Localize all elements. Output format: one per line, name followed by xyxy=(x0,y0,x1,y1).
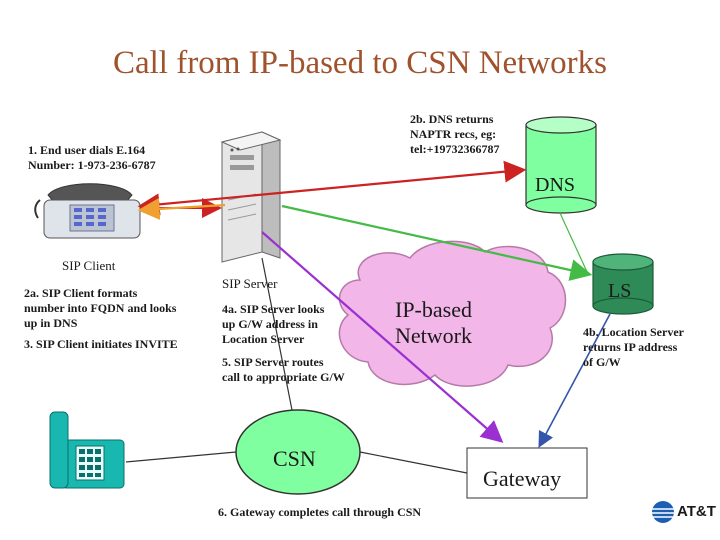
connector-server-csn xyxy=(261,257,293,411)
note-step-1: 1. End user dials E.164 Number: 1-973-23… xyxy=(28,143,156,172)
page-title: Call from IP-based to CSN Networks xyxy=(112,45,608,81)
note-step-3: 3. SIP Client initiates INVITE xyxy=(24,337,178,351)
connector-blue-ls-gateway xyxy=(538,313,611,448)
connector-csn-gateway xyxy=(359,451,468,474)
gateway-label: Gateway xyxy=(483,466,562,491)
dns-database-icon xyxy=(525,116,597,214)
ip-network-label: IP-based Network xyxy=(395,297,472,348)
note-step-6: 6. Gateway completes call through CSN xyxy=(218,505,422,519)
note-step-2a: 2a. SIP Client formats number into FQDN … xyxy=(24,286,177,330)
dns-label: DNS xyxy=(535,174,576,196)
note-step-2b: 2b. DNS returns NAPTR recs, eg: tel:+197… xyxy=(410,112,500,156)
note-step-4b: 4b. Location Server returns IP address o… xyxy=(583,325,684,369)
gateway-box xyxy=(466,447,588,499)
sip-server-label: SIP Server xyxy=(222,276,278,291)
connector-red-dns xyxy=(137,160,527,216)
connector-csn-phone xyxy=(125,451,237,463)
ls-database-icon xyxy=(592,253,654,315)
connector-green-server-ls xyxy=(281,204,593,281)
sip-client-label: SIP Client xyxy=(62,258,116,273)
note-step-4a: 4a. SIP Server looks up G/W address in L… xyxy=(222,302,325,346)
att-logo-globe xyxy=(652,501,674,523)
att-logo-text: AT&T xyxy=(677,503,716,520)
csn-label: CSN xyxy=(273,446,316,471)
connector-purple-server-gateway xyxy=(261,231,504,443)
connector-dns-ls xyxy=(559,212,589,275)
sip-client-phone-icon xyxy=(34,183,141,239)
ls-label: LS xyxy=(608,280,632,302)
csn-phone-icon xyxy=(49,411,125,489)
connector-orange-phone xyxy=(137,197,226,220)
note-step-5: 5. SIP Server routes call to appropriate… xyxy=(222,355,345,384)
